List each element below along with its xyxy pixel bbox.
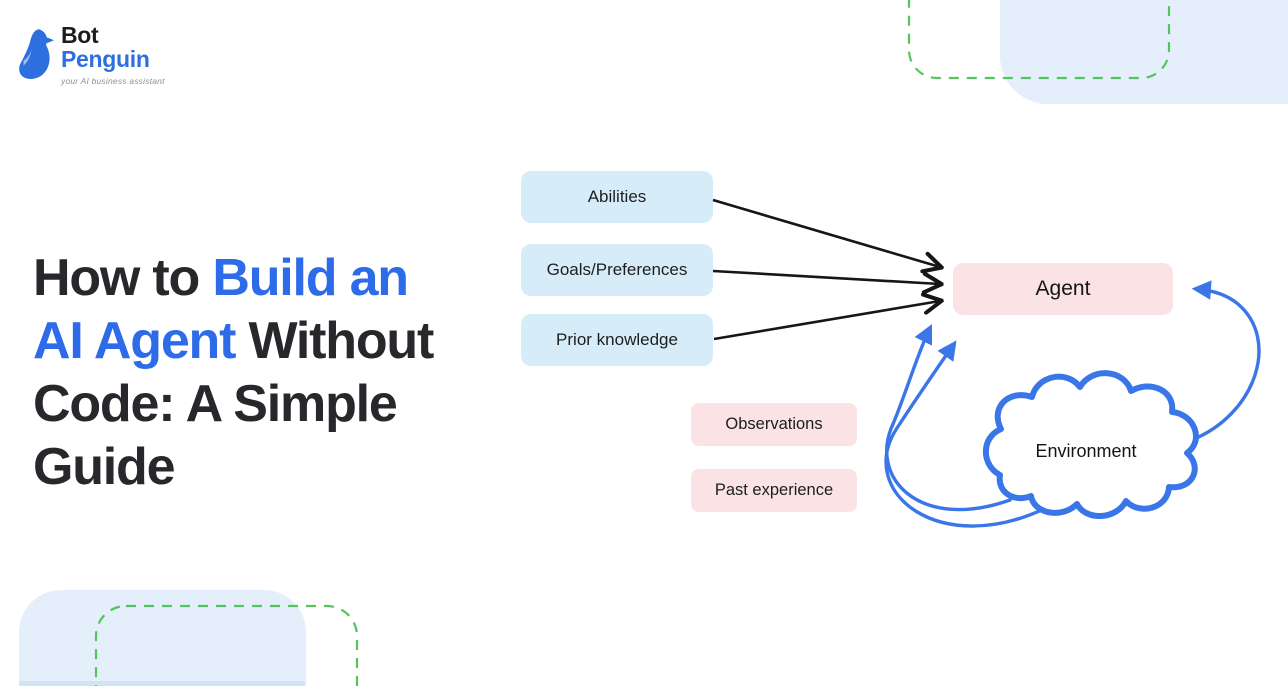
- title-line: Guide: [33, 436, 513, 499]
- agent-box: Agent: [953, 263, 1173, 315]
- input-box-label: Abilities: [587, 187, 647, 206]
- title-segment: Code: A Simple: [33, 375, 398, 433]
- title-line: Code: A Simple: [33, 373, 513, 436]
- logo-tagline: your AI business assistant: [61, 76, 165, 86]
- title-line: How to Build an: [33, 247, 513, 310]
- input-box-prior-knowledge: Prior knowledge: [521, 314, 713, 366]
- arrow-goals-to-agent: [712, 269, 940, 284]
- arrow-abilities-to-agent: [712, 198, 940, 267]
- botpenguin-logo: Bot Penguin your AI business assistant: [14, 24, 165, 86]
- title-line: AI Agent Without: [33, 310, 513, 373]
- feedback-box-label: Past experience: [714, 481, 834, 499]
- logo-text: Bot Penguin your AI business assistant: [61, 24, 165, 86]
- logo-word-penguin: Penguin: [61, 46, 150, 72]
- feedback-box-observations: Observations: [691, 403, 857, 446]
- input-box-abilities: Abilities: [521, 171, 713, 223]
- input-box-label: Goals/Preferences: [546, 260, 688, 279]
- decor-strip-bottom-left: [19, 681, 305, 686]
- arrow-environment-to-agent-left-inner: [885, 324, 1012, 512]
- page-title: How to Build an AI Agent Without Code: A…: [33, 247, 513, 499]
- arrow-environment-to-agent-right: [1190, 280, 1261, 442]
- title-segment: Guide: [33, 438, 176, 496]
- logo-word-bot: Bot: [61, 22, 99, 48]
- agent-label: Agent: [1035, 277, 1091, 300]
- decor-rounded-rect-bottom-left: [19, 590, 306, 686]
- title-segment-highlight: Build an: [212, 249, 409, 307]
- environment-label: Environment: [1035, 441, 1137, 461]
- input-box-label: Prior knowledge: [556, 330, 678, 349]
- title-segment: Without: [235, 312, 434, 370]
- input-box-goals-preferences: Goals/Preferences: [521, 244, 713, 296]
- feedback-box-past-experience: Past experience: [691, 469, 857, 512]
- arrow-environment-to-agent-left-outer: [884, 340, 1050, 528]
- arrow-prior-knowledge-to-agent: [713, 301, 940, 341]
- title-segment: How to: [33, 249, 213, 307]
- decor-rounded-rect-top-right: [1000, 0, 1288, 104]
- feedback-box-label: Observations: [725, 415, 823, 433]
- penguin-icon: [19, 29, 55, 79]
- title-segment-highlight: AI Agent: [33, 312, 236, 370]
